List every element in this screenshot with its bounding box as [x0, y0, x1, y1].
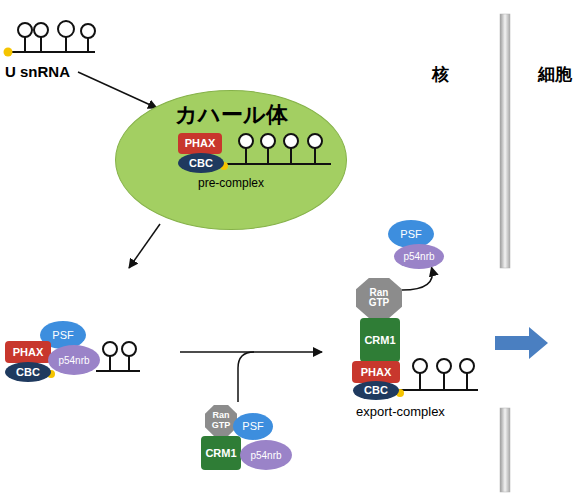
- octagon-fill: [205, 405, 237, 436]
- protein-name: PSF: [52, 329, 73, 341]
- illustration-g: [398, 359, 478, 390]
- molecule-label: U snRNA: [5, 64, 70, 81]
- illustration-circle: [58, 21, 74, 37]
- protein-name: p54nrb: [58, 355, 89, 366]
- complex-label: pre-complex: [116, 177, 346, 190]
- region-title: カハール体: [116, 103, 346, 127]
- protein-name: Ran GTP: [209, 411, 233, 430]
- protein-name: CRM1: [364, 334, 395, 346]
- illustration-line: [466, 373, 468, 390]
- protein-name: CBC: [189, 157, 213, 169]
- illustration-line: [109, 356, 111, 371]
- rna-circle: [261, 134, 275, 148]
- compartment-label: 核: [432, 66, 449, 85]
- cbc-protein: CBC: [353, 381, 399, 400]
- illustration-g: [96, 342, 140, 371]
- illustration-circle: [18, 23, 32, 37]
- illustration-line: [65, 37, 67, 52]
- phax-protein: PHAX: [178, 133, 222, 154]
- p54nrb-protein: p54nrb: [394, 244, 444, 269]
- ran-gtp: Ran GTP: [356, 278, 402, 318]
- release-arrow: [402, 267, 432, 290]
- protein-name: PSF: [400, 228, 421, 240]
- cbc-protein: CBC: [178, 153, 224, 173]
- illustration-circle: [122, 342, 136, 356]
- protein-name: PHAX: [185, 137, 216, 149]
- illustration-line: [8, 51, 95, 53]
- rna-circle: [308, 134, 322, 148]
- illustration-line: [40, 37, 42, 52]
- ran-gtp: Ran GTP: [205, 405, 237, 436]
- illustration-line: [24, 37, 26, 52]
- illustration-circle: [4, 48, 13, 57]
- protein-name: p54nrb: [250, 450, 281, 461]
- illustration-circle: [460, 359, 474, 373]
- rna-circle: [239, 134, 253, 148]
- rna-line: [267, 148, 269, 164]
- complex-label: export-complex: [356, 405, 445, 419]
- illustration-line: [87, 38, 89, 52]
- protein-name: PHAX: [361, 366, 392, 378]
- illustration-line: [128, 356, 130, 371]
- protein-name: CRM1: [205, 447, 236, 459]
- cajal-body: カハール体 pre-complex PHAX CBC: [115, 90, 347, 230]
- compartment-label: 細胞: [538, 66, 572, 85]
- rna-line: [314, 148, 316, 164]
- protein-name: PSF: [242, 420, 263, 432]
- illustration-circle: [103, 342, 117, 356]
- illustration-circle: [34, 23, 48, 37]
- protein-name: CBC: [16, 366, 40, 378]
- protein-name: Ran GTP: [364, 288, 394, 309]
- phax-protein: PHAX: [352, 361, 400, 383]
- illustration-circle: [437, 359, 451, 373]
- rna-circle: [284, 134, 298, 148]
- illustration-line: [129, 224, 160, 268]
- cbc-protein: CBC: [5, 362, 51, 382]
- crm1-protein: CRM1: [201, 436, 241, 470]
- phax-protein: PHAX: [5, 341, 51, 363]
- illustration-path: [238, 352, 254, 402]
- protein-name: p54nrb: [403, 251, 434, 262]
- rna-line: [245, 148, 247, 164]
- illustration-line: [78, 72, 157, 108]
- octagon-fill: [356, 278, 402, 318]
- p54nrb-protein: p54nrb: [240, 440, 292, 470]
- illustration-polygon: [495, 327, 548, 359]
- illustration-rect: [500, 14, 510, 268]
- illustration-rect: [500, 408, 510, 492]
- illustration-circle: [413, 359, 427, 373]
- protein-name: CBC: [364, 384, 388, 396]
- protein-name: PHAX: [13, 346, 44, 358]
- p54nrb-protein: p54nrb: [48, 345, 100, 375]
- rna-line: [290, 148, 292, 164]
- illustration-circle: [81, 24, 95, 38]
- illustration-g: [8, 21, 95, 52]
- illustration-line: [419, 373, 421, 390]
- crm1-protein: CRM1: [360, 318, 400, 362]
- illustration-line: [443, 373, 445, 390]
- illustration-line: [96, 370, 140, 372]
